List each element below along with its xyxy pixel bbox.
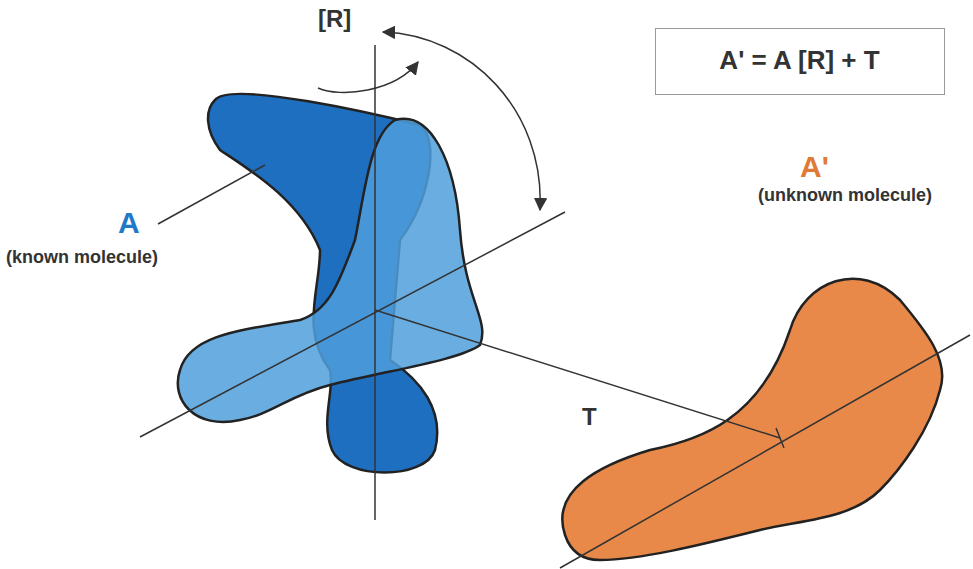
rotation-label: [R] [318,6,351,32]
translation-end-tick [776,428,784,448]
rotation-arrow [318,62,418,92]
known-molecule-front [178,119,483,422]
unknown-molecule [562,279,942,560]
orange-axis [560,335,970,568]
leader-line [158,165,265,224]
molecule-label: A [118,206,140,239]
translation-label: T [582,404,597,430]
vertical-axis [374,45,376,520]
molecule-caption: (known molecule) [6,248,158,268]
translation-vector [375,310,780,438]
molecule-caption: (unknown molecule) [758,186,932,206]
molecule-label: A' [800,150,829,183]
angle-arrow [383,32,540,210]
formula-text: A' = A [R] + T [719,45,879,76]
tilted-axis [140,212,565,437]
formula-box: A' = A [R] + T [655,28,945,95]
